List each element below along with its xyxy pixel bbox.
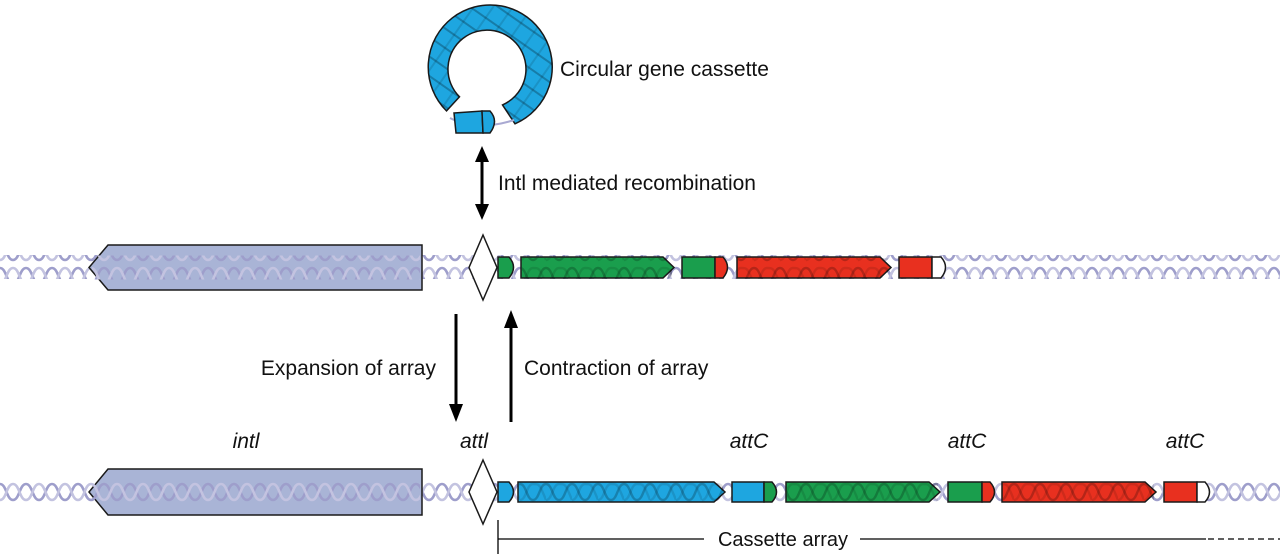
circular-gene-cassette: Circular gene cassette [427, 4, 769, 134]
up-arrow-icon [504, 310, 518, 422]
integron-row-before [0, 233, 1280, 302]
intl-label: intl [233, 430, 261, 453]
attc-label-1: attC [730, 430, 769, 453]
attl-site [468, 458, 498, 526]
circular-cassette-label: Circular gene cassette [560, 58, 769, 81]
attc-label-3: attC [1166, 430, 1205, 453]
integron-row-after [0, 458, 1280, 526]
cassette-blue [517, 481, 778, 503]
contraction-label: Contraction of array [524, 357, 709, 380]
attl-site [468, 233, 498, 302]
circular-dna-icon [427, 4, 553, 134]
expansion-label: Expansion of array [261, 357, 437, 380]
cassette-green [520, 256, 729, 279]
cassette-array-bracket [497, 520, 1280, 554]
attl-label: attl [460, 430, 489, 453]
cassette-array-label: Cassette array [718, 529, 848, 551]
attc-label-2: attC [948, 430, 987, 453]
cassette-green [785, 481, 996, 503]
intl-gene [88, 468, 423, 516]
cassette-red [1001, 481, 1211, 503]
recombination-label: Intl mediated recombination [498, 172, 756, 195]
double-arrow-icon [475, 146, 489, 220]
intl-gene [88, 244, 423, 291]
cassette-red [736, 256, 947, 279]
down-arrow-icon [449, 314, 463, 422]
